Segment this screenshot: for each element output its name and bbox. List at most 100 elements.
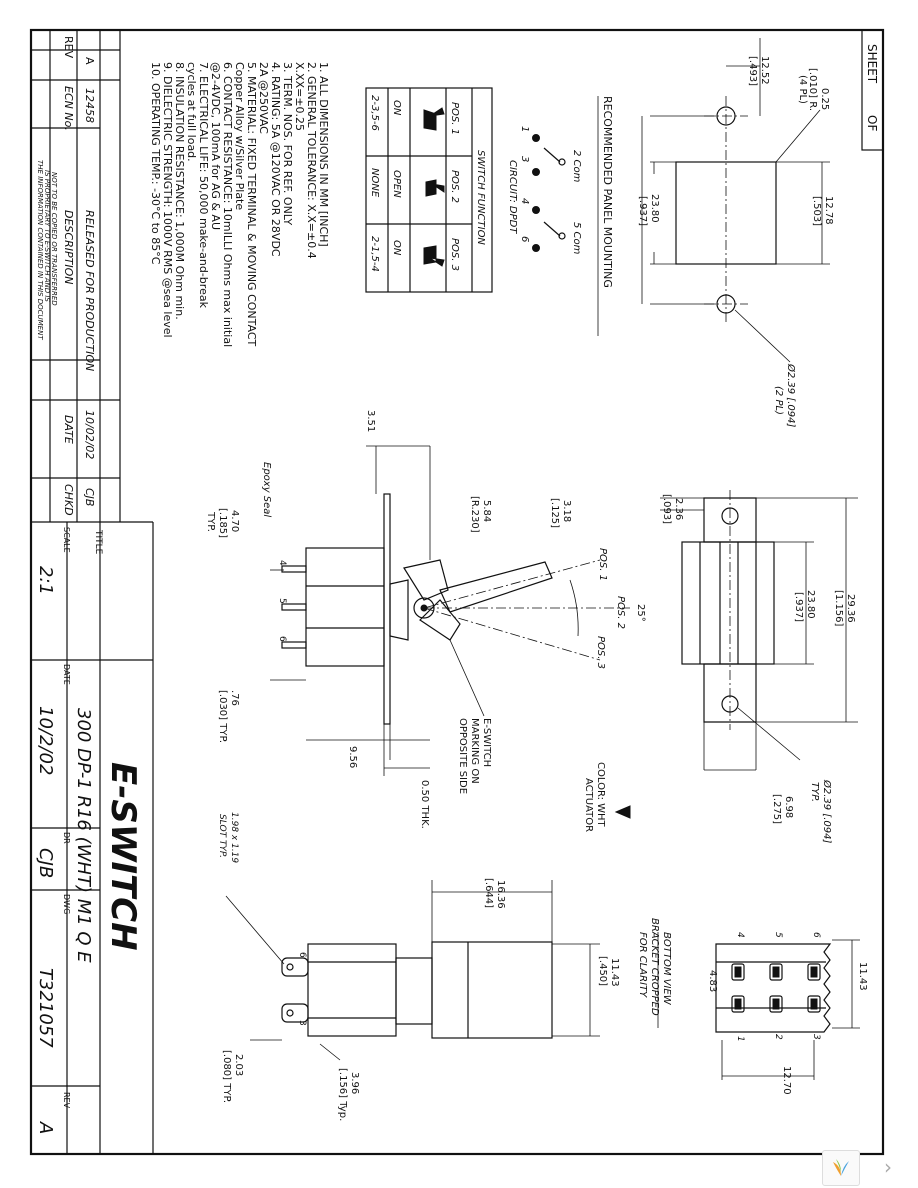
viewer-logo-button[interactable] [822, 1150, 860, 1186]
svg-text:cycles at full load.: cycles at full load. [185, 62, 198, 162]
date-value: 10/2/02 [35, 706, 56, 775]
svg-text:2: 2 [773, 1034, 783, 1040]
svg-text:[.010] R.: [.010] R. [807, 68, 818, 111]
svg-text:[.125]: [.125] [549, 498, 560, 528]
ecn-value: 12458 [83, 88, 96, 123]
svg-text:6: 6 [519, 236, 530, 242]
svg-text:IS PROPRIETARY TO E-SWITCH AND: IS PROPRIETARY TO E-SWITCH AND IS [43, 170, 51, 302]
svg-text:Ø2.39 [.094]: Ø2.39 [.094] [821, 779, 833, 843]
svg-text:[.156] Typ.: [.156] Typ. [337, 1068, 348, 1121]
date-value: 10/02/02 [83, 410, 96, 459]
svg-text:TYP.: TYP. [205, 511, 216, 532]
svg-text:[.493]: [.493] [747, 56, 758, 86]
revision-value: A [35, 1121, 56, 1134]
svg-text:MARKING ON: MARKING ON [469, 718, 480, 784]
svg-text:3.18: 3.18 [561, 500, 572, 522]
svg-text:OPEN: OPEN [391, 170, 402, 198]
switch-function-table: SWITCH FUNCTION POS. 1 POS. 2 POS. 3 ON … [365, 87, 493, 293]
svg-text:POS. 3: POS. 3 [449, 238, 460, 271]
svg-text:COLOR: WHT: COLOR: WHT [595, 762, 606, 828]
svg-text:1.98 x 1.19: 1.98 x 1.19 [229, 812, 239, 863]
svg-text:X.XX=±0.25: X.XX=±0.25 [293, 62, 306, 131]
toggle-pos3-icon [423, 245, 445, 267]
svg-text:5.84: 5.84 [481, 500, 492, 522]
svg-text:5 Com: 5 Com [571, 222, 582, 255]
panel-mounting-title: RECOMMENDED PANEL MOUNTING [601, 96, 614, 288]
svg-text:BRACKET CROPPED: BRACKET CROPPED [649, 918, 660, 1016]
svg-text:9.56: 9.56 [347, 746, 358, 768]
svg-text:23.80: 23.80 [805, 590, 816, 619]
title-block: TITLE 300 DP-1 R16 (WHT) M1 Q E E-SWITCH… [31, 522, 153, 1154]
rev-value: A [83, 57, 96, 65]
ecn-header: ECN No. [62, 86, 75, 131]
svg-text:[.093]: [.093] [661, 494, 672, 524]
svg-text:11.43: 11.43 [857, 962, 868, 991]
svg-text:3.96: 3.96 [349, 1072, 360, 1094]
description-header: DESCRIPTION [62, 210, 75, 284]
svg-text:4: 4 [277, 560, 287, 566]
svg-text:11.43: 11.43 [609, 958, 620, 987]
svg-text:6. CONTACT RESISTANCE: 10mILL: 6. CONTACT RESISTANCE: 10mILLI Ohms max … [221, 62, 234, 347]
svg-text:[.503]: [.503] [811, 196, 822, 226]
svg-text:FOR CLARITY: FOR CLARITY [637, 932, 648, 998]
svg-text:[.185]: [.185] [217, 508, 228, 538]
outer-border [29, 28, 885, 1156]
svg-text:DATE: DATE [62, 664, 71, 685]
svg-text:ON: ON [391, 100, 402, 116]
svg-text:BOTTOM VIEW: BOTTOM VIEW [661, 932, 672, 1006]
svg-text:8. INSULATION RESISTANCE: 1,0: 8. INSULATION RESISTANCE: 1,000M Ohm min… [173, 62, 186, 320]
end-view: 16.36 [.644] 11.43 [.450] 1.98 x 1.19 SL… [217, 812, 620, 1121]
svg-text:0.25: 0.25 [819, 88, 830, 110]
svg-text:12.78: 12.78 [823, 196, 834, 225]
scale-value: 2:1 [35, 566, 56, 595]
svg-text:1: 1 [735, 1036, 745, 1042]
svg-text:SLOT TYP.: SLOT TYP. [217, 814, 227, 858]
svg-text:3: 3 [297, 1020, 307, 1026]
svg-text:NONE: NONE [369, 168, 380, 198]
svg-text:@2-4VDC, 100mA for AG & AU: @2-4VDC, 100mA for AG & AU [209, 62, 222, 230]
e-switch-logo: E-SWITCH [103, 762, 143, 951]
svg-text:.76: .76 [229, 690, 240, 706]
svg-text:2.36: 2.36 [673, 498, 684, 520]
svg-text:[.450]: [.450] [597, 956, 608, 986]
svg-text:4: 4 [519, 198, 530, 204]
color-arrow-icon [614, 805, 631, 819]
svg-text:0.50 THK.: 0.50 THK. [419, 780, 430, 829]
chkd-value: CJB [83, 488, 96, 506]
chkd-header: CHKD [62, 484, 75, 516]
title-label: TITLE [93, 529, 103, 555]
svg-text:DR: DR [62, 832, 71, 844]
switch-function-title: SWITCH FUNCTION [475, 150, 486, 245]
svg-text:1. ALL DIMENSIONS IN MM [INCH: 1. ALL DIMENSIONS IN MM [INCH] [317, 62, 330, 247]
svg-text:2. GENERAL TOLERANCE: X.X=±0.: 2. GENERAL TOLERANCE: X.X=±0.4 [305, 62, 318, 259]
date-header: DATE [62, 415, 75, 444]
chevron-right-icon: › [884, 1155, 892, 1179]
svg-text:POS. 2: POS. 2 [449, 170, 460, 203]
svg-text:(4 PL): (4 PL) [797, 75, 808, 104]
svg-text:[.080] TYP.: [.080] TYP. [221, 1050, 232, 1103]
svg-text:[.030] TYP.: [.030] TYP. [217, 690, 228, 743]
svg-text:29.36: 29.36 [845, 594, 856, 623]
svg-text:1: 1 [519, 126, 530, 132]
revision-table: REV ECN No. DESCRIPTION DATE CHKD A 1245… [31, 30, 120, 522]
svg-text:[R.230]: [R.230] [469, 496, 480, 533]
svg-text:2-1,5-4: 2-1,5-4 [369, 236, 380, 272]
svg-text:12.70: 12.70 [781, 1066, 792, 1095]
svg-text:5: 5 [277, 598, 287, 604]
svg-text:2A @250VAC: 2A @250VAC [257, 62, 270, 134]
svg-text:E-SWITCH: E-SWITCH [481, 718, 492, 767]
svg-text:TYP.: TYP. [809, 782, 820, 802]
drawing-title: 300 DP-1 R16 (WHT) M1 Q E [73, 708, 94, 963]
svg-text:Epoxy Seal: Epoxy Seal [261, 462, 272, 517]
svg-text:OPPOSITE SIDE: OPPOSITE SIDE [457, 718, 468, 794]
proprietary-notice: THE INFORMATION CONTAINED IN THIS DOCUME… [36, 160, 58, 340]
svg-text:6: 6 [277, 636, 287, 642]
svg-text:2.03: 2.03 [233, 1054, 244, 1076]
rev-header: REV [62, 36, 75, 59]
svg-text:[.275]: [.275] [771, 794, 782, 824]
next-page-button[interactable]: › [868, 1150, 908, 1184]
svg-text:4. RATING: 5A @120VAC OR 28VD: 4. RATING: 5A @120VAC OR 28VDC [269, 62, 282, 257]
svg-text:Copper Alloy w/Silver Plate: Copper Alloy w/Silver Plate [233, 62, 246, 210]
sheet-of: OF [865, 115, 879, 131]
